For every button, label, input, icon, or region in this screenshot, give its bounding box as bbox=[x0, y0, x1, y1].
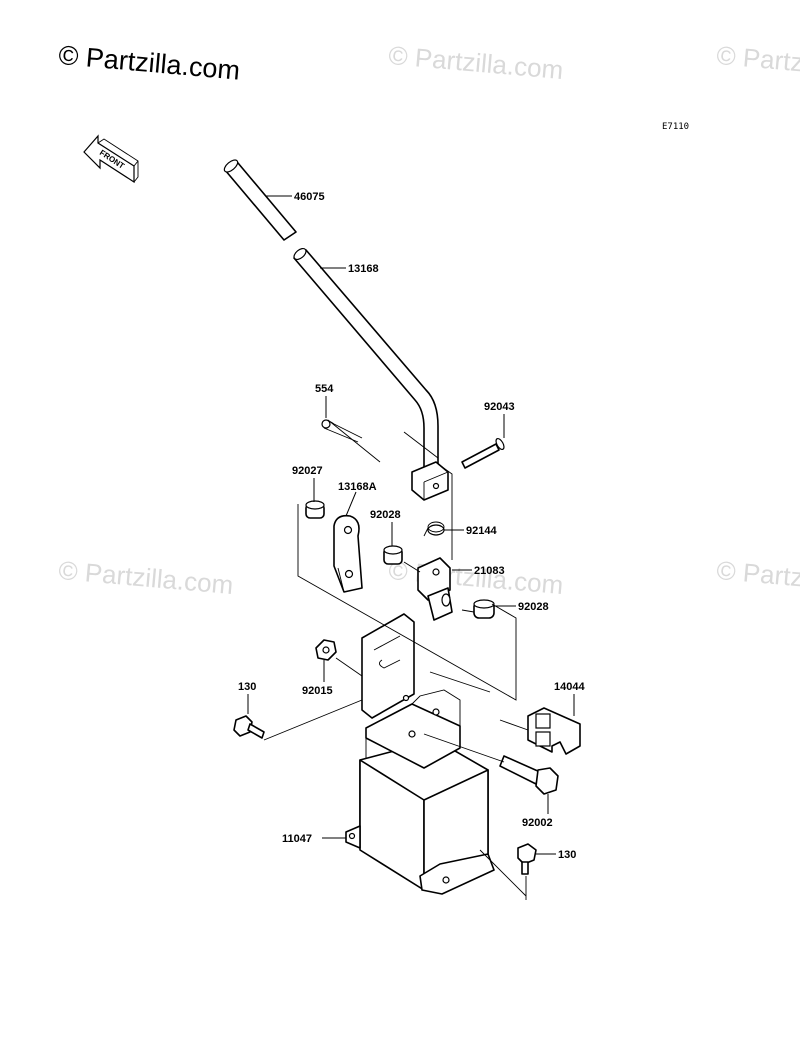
guide-lines bbox=[263, 419, 529, 900]
callout-leaders bbox=[247, 195, 575, 855]
callout-13168: 13168 bbox=[348, 263, 379, 275]
callout-14044: 14044 bbox=[554, 681, 585, 693]
bolt-part bbox=[517, 843, 537, 875]
callout-92028: 92028 bbox=[370, 509, 401, 521]
callout-92002: 92002 bbox=[522, 817, 553, 829]
bracket-body-part bbox=[345, 689, 495, 895]
bolt-part bbox=[499, 755, 559, 795]
bolt-part bbox=[233, 715, 265, 739]
callout-92015: 92015 bbox=[302, 685, 333, 697]
callout-46075: 46075 bbox=[294, 191, 325, 203]
callout-11047: 11047 bbox=[282, 833, 312, 845]
front-arrow-icon: FRONT bbox=[83, 134, 139, 184]
collar-part bbox=[473, 599, 495, 619]
nut-part bbox=[315, 639, 337, 661]
callout-92028: 92028 bbox=[518, 601, 549, 613]
callout-130: 130 bbox=[558, 849, 576, 861]
switch-part bbox=[417, 557, 453, 621]
callout-92027: 92027 bbox=[292, 465, 323, 477]
callout-21083: 21083 bbox=[474, 565, 505, 577]
callout-554: 554 bbox=[315, 383, 334, 395]
callout-13168a: 13168A bbox=[338, 481, 377, 493]
diagram-code: E7110 bbox=[662, 122, 689, 132]
callout-130: 130 bbox=[238, 681, 256, 693]
collar-part bbox=[383, 545, 403, 565]
lever-part bbox=[293, 247, 449, 501]
grip-part bbox=[223, 159, 297, 241]
lever-arm-part bbox=[333, 514, 363, 593]
callout-92144: 92144 bbox=[466, 525, 497, 537]
switch-bracket-part bbox=[527, 707, 581, 755]
spring-part bbox=[423, 521, 445, 537]
bushing-part bbox=[305, 500, 325, 519]
bracket-part bbox=[361, 613, 415, 719]
pin-part bbox=[461, 437, 505, 469]
callout-92043: 92043 bbox=[484, 401, 515, 413]
